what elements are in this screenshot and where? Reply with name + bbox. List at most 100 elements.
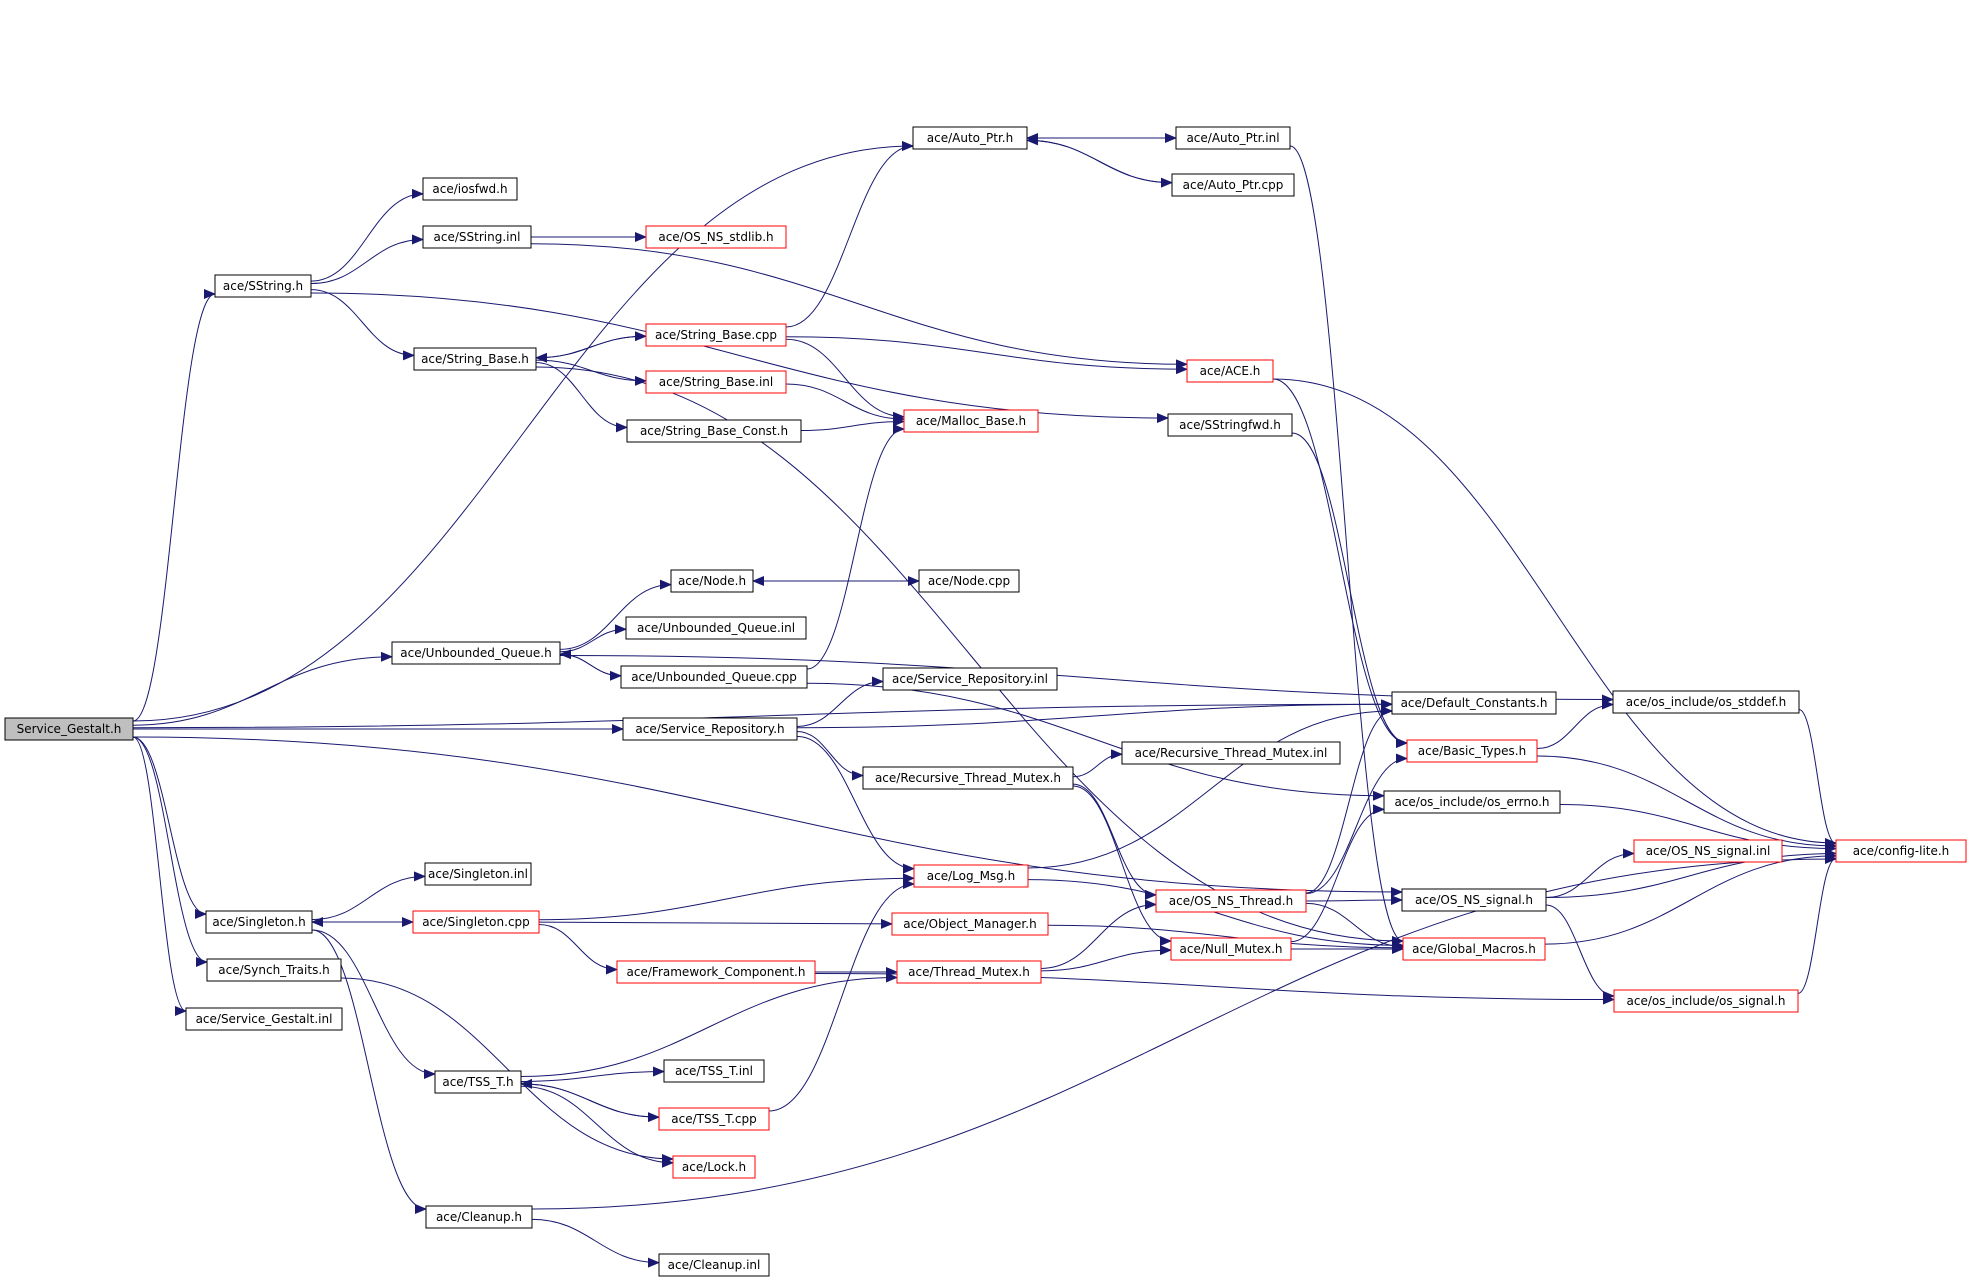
edge-singleton-cpp-to-log-msg-h: [538, 873, 915, 921]
node-unbounded-queue-h[interactable]: ace/Unbounded_Queue.h: [391, 641, 561, 665]
node-recursive-thread-mutex-inl[interactable]: ace/Recursive_Thread_Mutex.inl: [1121, 741, 1341, 765]
node-box: [645, 370, 787, 394]
edge-singleton-h-to-tss-t-h: [311, 929, 436, 1079]
node-auto-ptr-inl[interactable]: ace/Auto_Ptr.inl: [1175, 126, 1291, 150]
edge-service-gestalt-h-to-synch-traits-h: [132, 736, 208, 967]
node-config-lite-h[interactable]: ace/config-lite.h: [1835, 839, 1967, 863]
node-default-constants-h[interactable]: ace/Default_Constants.h: [1391, 691, 1557, 715]
node-label: ace/Service_Repository.h: [635, 722, 784, 736]
node-framework-component-h[interactable]: ace/Framework_Component.h: [616, 960, 816, 984]
node-label: ace/TSS_T.inl: [675, 1064, 753, 1078]
edge-os-ns-signal-h-to-os-ns-signal-inl: [1545, 848, 1635, 899]
node-label: ace/OS_NS_signal.h: [1415, 893, 1533, 907]
node-object-manager-h[interactable]: ace/Object_Manager.h: [891, 912, 1049, 936]
node-os-ns-signal-inl[interactable]: ace/OS_NS_signal.inl: [1633, 839, 1783, 863]
node-os-stddef-h[interactable]: ace/os_include/os_stddef.h: [1612, 690, 1800, 714]
node-os-errno-h[interactable]: ace/os_include/os_errno.h: [1383, 790, 1561, 814]
node-node-cpp[interactable]: ace/Node.cpp: [918, 569, 1020, 593]
edge-os-stddef-h-to-config-lite-h: [1798, 708, 1837, 849]
node-box: [1175, 126, 1291, 150]
node-string-base-h[interactable]: ace/String_Base.h: [413, 347, 537, 371]
node-service-repository-h[interactable]: ace/Service_Repository.h: [622, 717, 798, 741]
node-log-msg-h[interactable]: ace/Log_Msg.h: [913, 864, 1029, 888]
node-lock-h[interactable]: ace/Lock.h: [672, 1155, 756, 1179]
node-tss-t-h[interactable]: ace/TSS_T.h: [434, 1070, 522, 1094]
node-label: ace/String_Base.cpp: [655, 328, 777, 342]
node-tss-t-inl[interactable]: ace/TSS_T.inl: [663, 1059, 765, 1083]
node-label: ace/Unbounded_Queue.h: [400, 646, 551, 660]
node-service-gestalt-inl[interactable]: ace/Service_Gestalt.inl: [185, 1007, 343, 1031]
node-label: ace/Object_Manager.h: [903, 917, 1036, 931]
node-sstring-inl[interactable]: ace/SString.inl: [422, 225, 532, 249]
edge-os-ns-thread-h-to-default-constants-h: [1305, 706, 1393, 894]
node-box: [622, 717, 798, 741]
node-label: ace/String_Base.inl: [659, 375, 774, 389]
node-thread-mutex-h[interactable]: ace/Thread_Mutex.h: [896, 960, 1042, 984]
node-os-ns-stdlib-h[interactable]: ace/OS_NS_stdlib.h: [645, 225, 787, 249]
node-label: ace/Recursive_Thread_Mutex.inl: [1135, 746, 1328, 760]
node-singleton-cpp[interactable]: ace/Singleton.cpp: [412, 910, 540, 934]
edges-layer: [132, 133, 1837, 1268]
node-label: ace/Malloc_Base.h: [916, 414, 1026, 428]
node-unbounded-queue-inl[interactable]: ace/Unbounded_Queue.inl: [625, 616, 807, 640]
node-box: [1167, 413, 1293, 437]
node-string-base-inl[interactable]: ace/String_Base.inl: [645, 370, 787, 394]
node-box: [896, 960, 1042, 984]
node-sstringfwd-h[interactable]: ace/SStringfwd.h: [1167, 413, 1293, 437]
node-box: [882, 667, 1058, 691]
node-box: [918, 569, 1020, 593]
edge-service-repository-h-to-service-repository-inl: [796, 676, 884, 727]
node-label: ace/SString.inl: [434, 230, 521, 244]
edge-os-signal-h-to-config-lite-h: [1797, 853, 1837, 994]
node-box: [412, 910, 540, 934]
node-singleton-inl[interactable]: ace/Singleton.inl: [424, 862, 532, 886]
node-null-mutex-h[interactable]: ace/Null_Mutex.h: [1170, 937, 1292, 961]
node-box: [1613, 989, 1799, 1013]
node-box: [1170, 937, 1292, 961]
edge-service-gestalt-h-to-unbounded-queue-h: [132, 651, 393, 726]
edge-ace-h-to-config-lite-h: [1272, 378, 1837, 848]
node-os-ns-signal-h[interactable]: ace/OS_NS_signal.h: [1401, 888, 1547, 912]
node-cleanup-h[interactable]: ace/Cleanup.h: [425, 1205, 533, 1229]
node-global-macros-h[interactable]: ace/Global_Macros.h: [1402, 937, 1546, 961]
node-box: [620, 665, 808, 689]
node-sstring-h[interactable]: ace/SString.h: [214, 274, 312, 298]
node-cleanup-inl[interactable]: ace/Cleanup.inl: [658, 1253, 770, 1277]
node-box: [1186, 359, 1274, 383]
node-label: ace/ACE.h: [1200, 364, 1261, 378]
nodes-layer: Service_Gestalt.h ace/Auto_Ptr.h ace/Auto_…: [4, 126, 1967, 1277]
node-auto-ptr-cpp[interactable]: ace/Auto_Ptr.cpp: [1171, 173, 1295, 197]
node-box: [625, 616, 807, 640]
node-label: ace/SStringfwd.h: [1179, 418, 1281, 432]
node-label: ace/Service_Gestalt.inl: [196, 1012, 333, 1026]
edge-cleanup-h-to-cleanup-inl: [531, 1218, 660, 1268]
node-basic-types-h[interactable]: ace/Basic_Types.h: [1406, 739, 1538, 763]
node-string-base-const-h[interactable]: ace/String_Base_Const.h: [626, 419, 802, 443]
node-ace-h[interactable]: ace/ACE.h: [1186, 359, 1274, 383]
node-unbounded-queue-cpp[interactable]: ace/Unbounded_Queue.cpp: [620, 665, 808, 689]
node-label: ace/Singleton.h: [212, 915, 305, 929]
node-synch-traits-h[interactable]: ace/Synch_Traits.h: [206, 958, 342, 982]
node-os-ns-thread-h[interactable]: ace/OS_NS_Thread.h: [1155, 889, 1307, 913]
edge-auto-ptr-inl-to-global-macros-h: [1289, 145, 1404, 946]
node-iosfwd-h[interactable]: ace/iosfwd.h: [422, 177, 518, 201]
node-label: ace/TSS_T.cpp: [671, 1112, 757, 1126]
node-singleton-h[interactable]: ace/Singleton.h: [205, 910, 313, 934]
node-label: ace/iosfwd.h: [432, 182, 507, 196]
node-malloc-base-h[interactable]: ace/Malloc_Base.h: [903, 409, 1039, 433]
node-service-gestalt-h[interactable]: Service_Gestalt.h: [4, 717, 134, 741]
node-box: [1402, 937, 1546, 961]
node-os-signal-h[interactable]: ace/os_include/os_signal.h: [1613, 989, 1799, 1013]
node-node-h[interactable]: ace/Node.h: [670, 569, 754, 593]
edge-global-macros-h-to-config-lite-h: [1544, 850, 1837, 945]
node-box: [422, 177, 518, 201]
node-auto-ptr-h[interactable]: ace/Auto_Ptr.h: [912, 126, 1028, 150]
node-label: ace/Basic_Types.h: [1418, 744, 1526, 758]
edge-null-mutex-h-to-os-errno-h: [1290, 804, 1385, 943]
edge-sstring-h-to-iosfwd-h: [310, 188, 424, 282]
node-label: ace/Recursive_Thread_Mutex.h: [875, 771, 1061, 785]
node-string-base-cpp[interactable]: ace/String_Base.cpp: [645, 323, 787, 347]
node-service-repository-inl[interactable]: ace/Service_Repository.inl: [882, 667, 1058, 691]
node-recursive-thread-mutex-h[interactable]: ace/Recursive_Thread_Mutex.h: [862, 766, 1074, 790]
node-tss-t-cpp[interactable]: ace/TSS_T.cpp: [658, 1107, 770, 1131]
